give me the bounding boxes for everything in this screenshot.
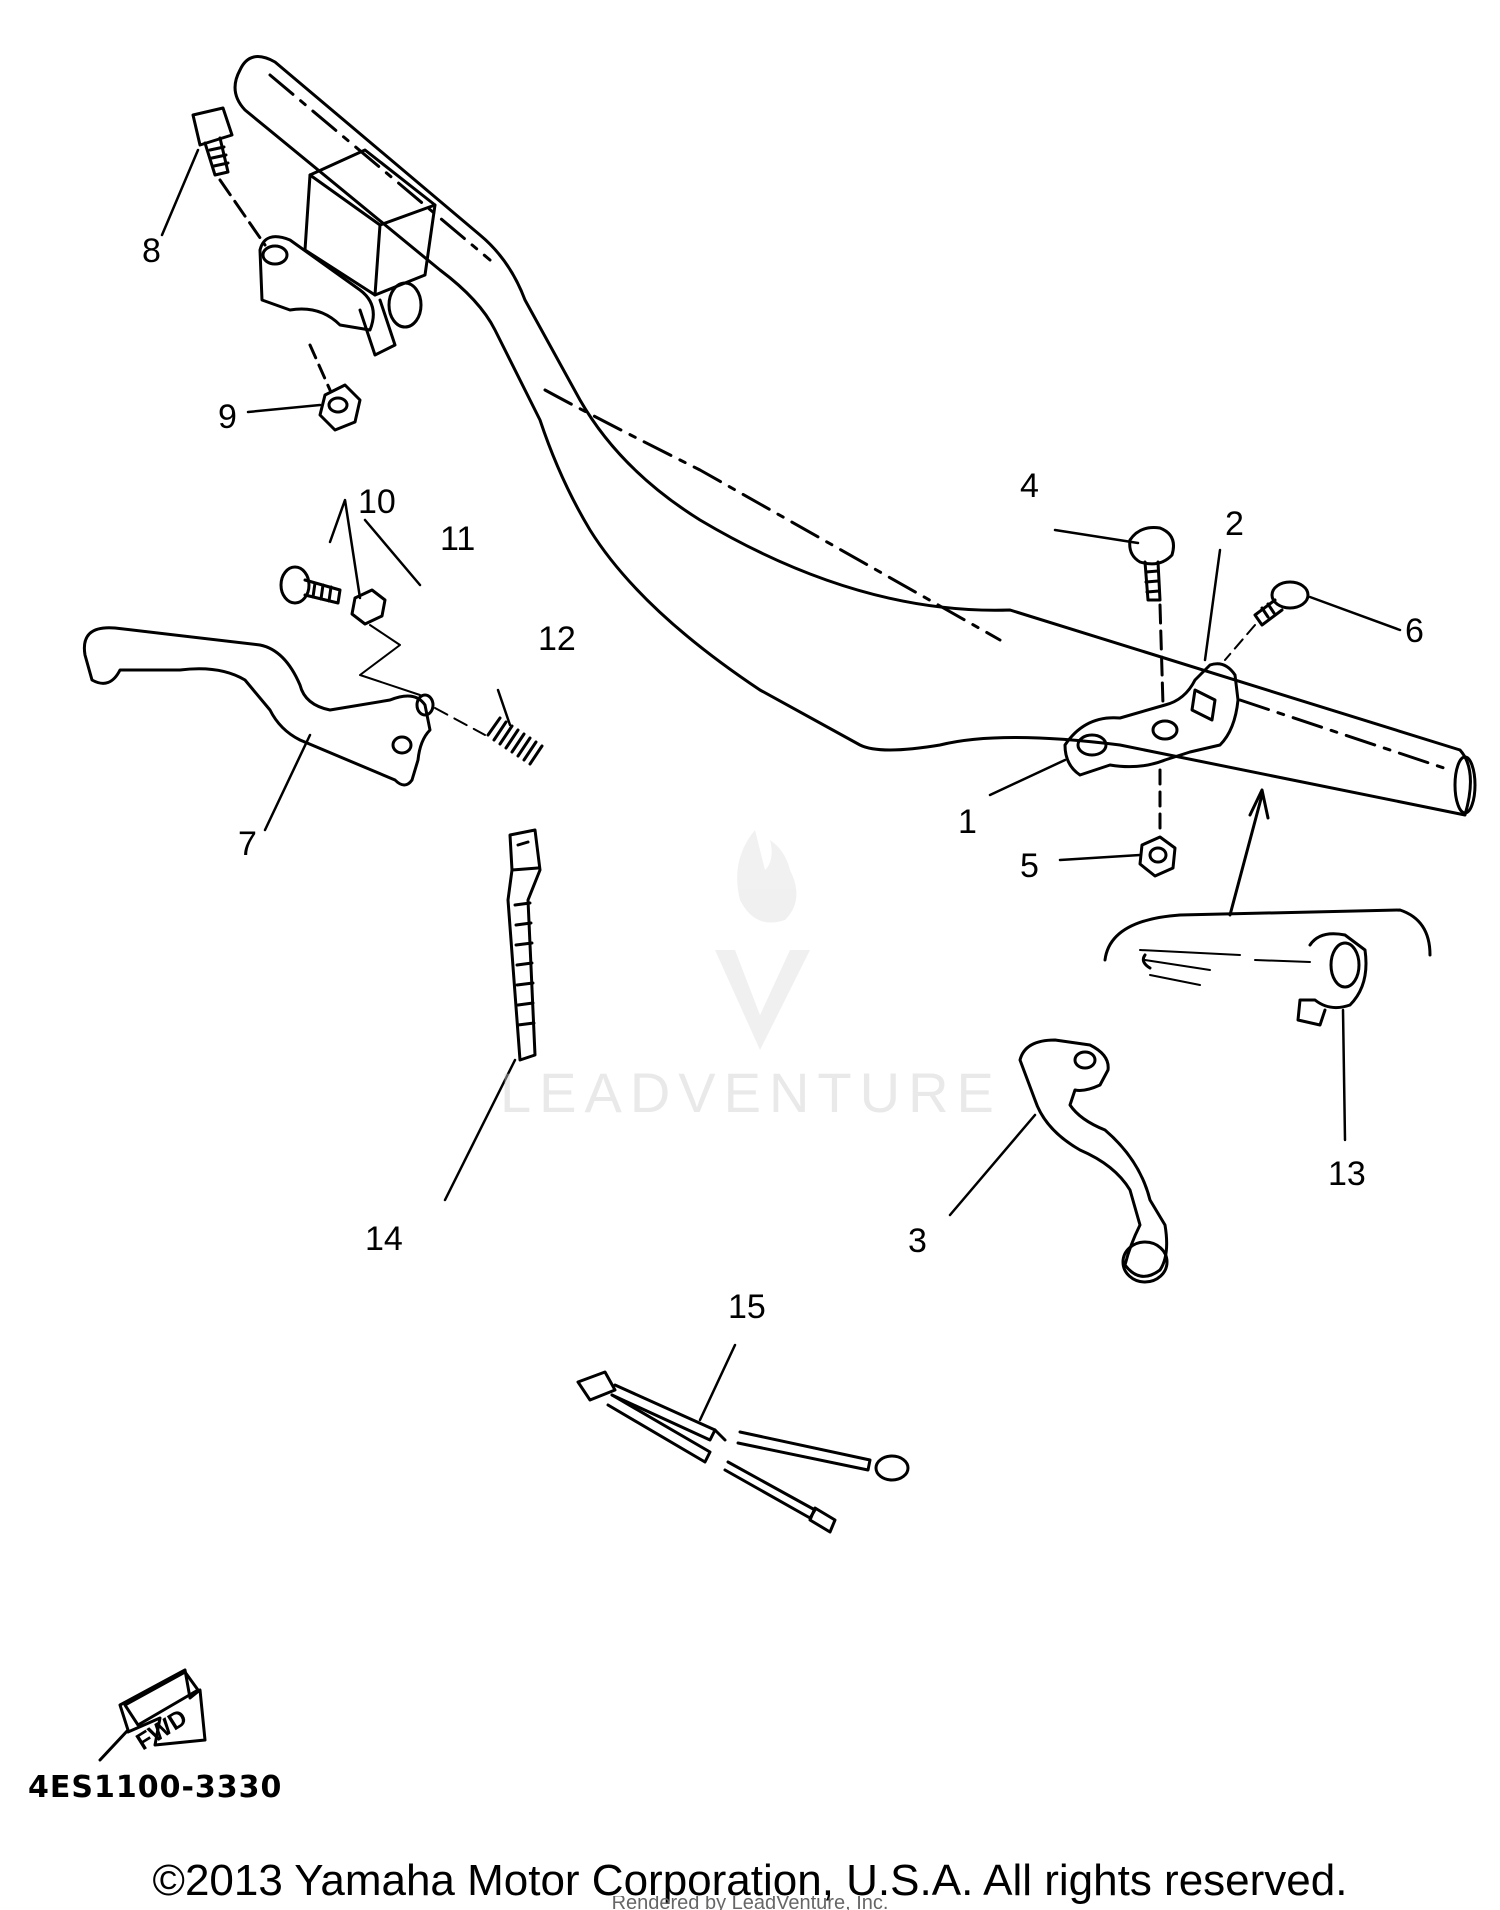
- switch-assembly-13: [1103, 788, 1432, 1027]
- callout-8: 8: [142, 232, 161, 270]
- callout-12: 12: [538, 620, 576, 658]
- parts-diagram: LEADVENTURE 1 2 3 4 5 6 7 8 9 10 11 12 1…: [82, 55, 1477, 1762]
- brake-lever-3: [1018, 1038, 1169, 1284]
- callout-2: 2: [1225, 505, 1244, 543]
- screw-6: [1224, 580, 1310, 661]
- callout-7: 7: [238, 825, 257, 863]
- callouts: 1 2 3 4 5 6 7 8 9 10 11 12 13 14 15 FWD: [131, 232, 1423, 1756]
- callout-3: 3: [908, 1222, 927, 1260]
- callout-6: 6: [1405, 612, 1424, 650]
- callout-10: 10: [358, 483, 396, 521]
- watermark-text: LEADVENTURE: [500, 1061, 1002, 1124]
- lever-holder-1: [1063, 662, 1240, 777]
- bolt-8: [191, 106, 267, 247]
- bolt-4: [1128, 526, 1175, 707]
- nut-9: [308, 343, 362, 432]
- watermark: LEADVENTURE: [500, 830, 1002, 1124]
- nut-5: [1138, 768, 1177, 878]
- callout-13: 13: [1328, 1155, 1366, 1193]
- rendered-by-notice: Rendered by LeadVenture, Inc.: [611, 1896, 889, 1910]
- leader-lines: [160, 148, 1402, 1422]
- lead-wire-15: [576, 1370, 910, 1534]
- cable-tie-14: [506, 828, 542, 1062]
- callout-14: 14: [365, 1220, 403, 1258]
- clutch-lever-7: [82, 626, 435, 787]
- callout-15: 15: [728, 1288, 766, 1326]
- spring-12: [434, 707, 544, 766]
- master-cylinder: [258, 148, 437, 357]
- handlebar: [233, 55, 1477, 817]
- callout-5: 5: [1020, 847, 1039, 885]
- callout-4: 4: [1020, 467, 1039, 505]
- copyright-notice: ©2013 Yamaha Motor Corporation, U.S.A. A…: [152, 1856, 1348, 1905]
- bolt-10: [279, 565, 342, 605]
- callout-9: 9: [218, 398, 237, 436]
- nut-11: [350, 588, 421, 696]
- callout-1: 1: [958, 803, 977, 841]
- fwd-arrow: [98, 1668, 207, 1762]
- part-code: 4ES1100-3330: [28, 1770, 283, 1805]
- callout-11: 11: [440, 520, 475, 558]
